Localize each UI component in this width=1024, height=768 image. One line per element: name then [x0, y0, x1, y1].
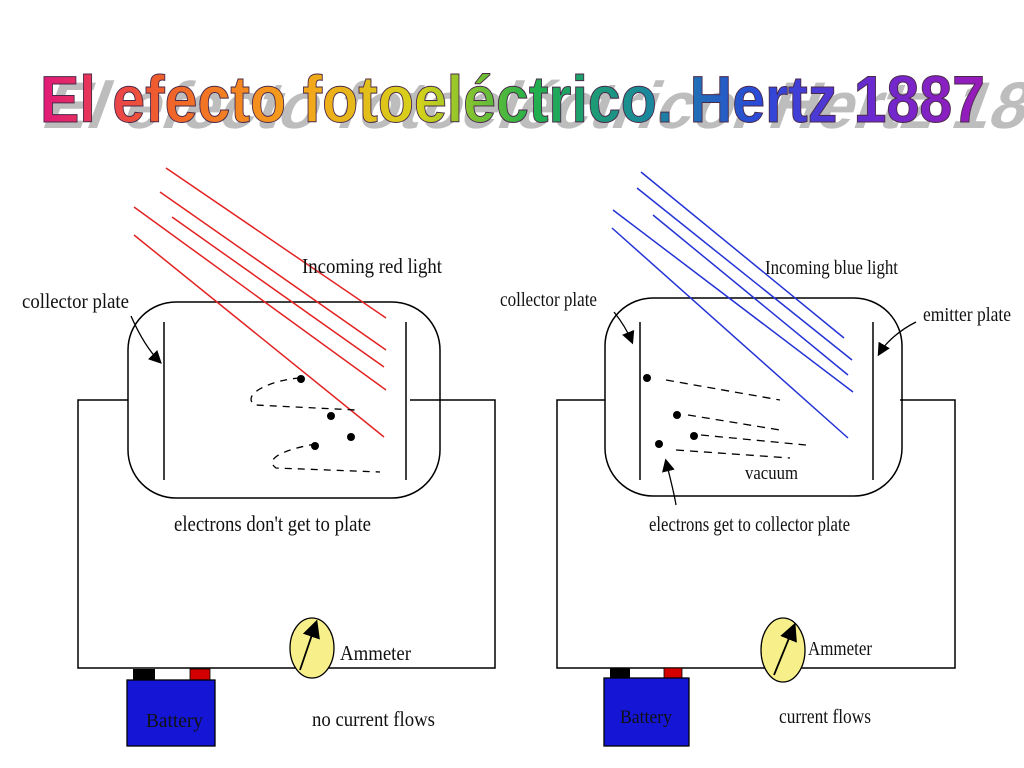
right-circuit-wire: [556, 399, 956, 669]
right-diagram: Incoming blue light collector plate emit…: [500, 171, 1011, 747]
right-electrons: [643, 374, 698, 448]
left-electrons: [297, 375, 355, 450]
left-collector-label: collector plate: [22, 289, 129, 313]
left-diagram: Incoming red light collector plate elect…: [22, 167, 496, 747]
right-electron-paths: [665, 379, 807, 459]
left-result-label: electrons don't get to plate: [174, 511, 371, 536]
left-light-label: Incoming red light: [302, 254, 442, 278]
left-circuit-wire: [77, 399, 496, 669]
right-light-label: Incoming blue light: [765, 257, 898, 279]
left-battery-icon: [126, 668, 216, 747]
left-electron-path-2: [271, 443, 381, 473]
right-vacuum-label: vacuum: [745, 463, 798, 484]
red-light-rays: [133, 167, 387, 438]
left-vacuum-tube: [127, 301, 441, 499]
right-emitter-arrow: [877, 321, 917, 357]
page-title-group: El efecto fotoeléctrico. Hertz 1887 El e…: [34, 62, 1024, 143]
left-ammeter-icon: [289, 617, 335, 679]
left-electron-path-1: [250, 377, 357, 411]
left-ammeter-label: Ammeter: [340, 641, 411, 665]
right-emitter-label: emitter plate: [923, 304, 1011, 326]
right-electron-arrow: [662, 458, 677, 506]
right-ammeter-icon: [760, 617, 806, 683]
right-collector-arrow: [613, 311, 635, 345]
right-battery-label: Battery: [620, 707, 672, 728]
right-battery-icon: [603, 667, 690, 747]
left-current-label: no current flows: [312, 707, 435, 731]
right-collector-label: collector plate: [500, 289, 597, 311]
right-current-label: current flows: [779, 706, 871, 728]
right-ammeter-label: Ammeter: [808, 638, 872, 660]
right-result-label: electrons get to collector plate: [649, 512, 850, 536]
blue-light-rays: [611, 171, 854, 439]
page-title: El efecto fotoeléctrico. Hertz 1887: [40, 62, 985, 136]
page-title-shadow: El efecto fotoeléctrico. Hertz 1887: [34, 69, 1024, 143]
left-collector-arrow: [130, 315, 162, 364]
left-battery-label: Battery: [146, 710, 203, 732]
